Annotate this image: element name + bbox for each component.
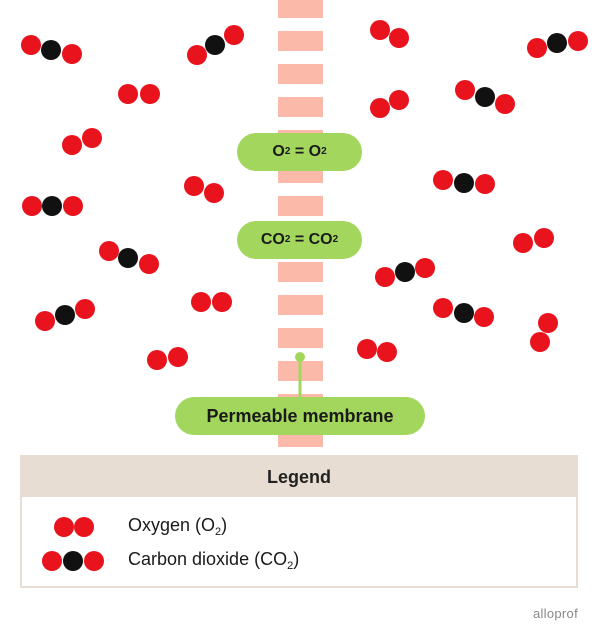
oxygen-atom xyxy=(42,551,62,571)
carbon-dioxide-molecule xyxy=(375,258,435,287)
oxygen-atom xyxy=(74,517,94,537)
oxygen-atom xyxy=(118,84,138,104)
oxygen-atom xyxy=(63,196,83,216)
carbon-atom xyxy=(55,305,75,325)
carbon-atom xyxy=(475,87,495,107)
legend-oxygen-label: Oxygen (O2) xyxy=(128,515,228,538)
oxygen-atom xyxy=(139,254,159,274)
membrane-segment xyxy=(278,196,323,216)
oxygen-atom xyxy=(377,342,397,362)
oxygen-molecule xyxy=(191,292,232,312)
oxygen-atom xyxy=(21,35,41,55)
oxygen-atom xyxy=(99,241,119,261)
legend: Legend Oxygen (O2) Carbon dioxide (CO2) xyxy=(20,455,578,588)
membrane-segment xyxy=(278,31,323,51)
oxygen-atom xyxy=(433,298,453,318)
oxygen-atom xyxy=(357,339,377,359)
carbon-dioxide-molecule xyxy=(21,35,82,64)
oxygen-molecule xyxy=(62,128,102,155)
oxygen-atom xyxy=(370,20,390,40)
oxygen-atom xyxy=(54,517,74,537)
carbon-dioxide-molecule xyxy=(433,298,494,327)
oxygen-molecule xyxy=(357,339,397,362)
oxygen-atom xyxy=(82,128,102,148)
carbon-dioxide-molecule xyxy=(433,170,495,194)
carbon-dioxide-molecule xyxy=(99,241,159,274)
carbon-atom xyxy=(395,262,415,282)
oxygen-atom xyxy=(35,311,55,331)
oxygen-atom xyxy=(147,350,167,370)
oxygen-atom xyxy=(370,98,390,118)
membrane-segment xyxy=(278,97,323,117)
oxygen-atom xyxy=(224,25,244,45)
oxygen-atom xyxy=(455,80,475,100)
o2-mid: = O xyxy=(290,143,322,160)
legend-title: Legend xyxy=(22,457,576,497)
carbon-dioxide-molecule xyxy=(455,80,515,114)
co2-mid: = CO xyxy=(290,231,333,248)
oxygen-atom xyxy=(538,313,558,333)
carbon-atom xyxy=(454,303,474,323)
oxygen-molecule xyxy=(147,347,188,370)
carbon-atom xyxy=(41,40,61,60)
carbon-atom xyxy=(205,35,225,55)
carbon-atom xyxy=(42,196,62,216)
oxygen-atom xyxy=(75,299,95,319)
oxygen-atom xyxy=(22,196,42,216)
oxygen-atom xyxy=(62,44,82,64)
carbon-atom xyxy=(63,551,83,571)
carbon-atom xyxy=(118,248,138,268)
membrane-segment xyxy=(278,262,323,282)
membrane-pointer-dot xyxy=(295,352,305,362)
oxygen-atom xyxy=(568,31,588,51)
o2-left: O xyxy=(272,143,285,160)
oxygen-atom xyxy=(184,176,204,196)
legend-carbon-dioxide-molecule-icon xyxy=(42,551,104,571)
molecules xyxy=(21,20,588,370)
oxygen-molecule xyxy=(184,176,224,203)
oxygen-atom xyxy=(84,551,104,571)
carbon-atom xyxy=(547,33,567,53)
oxygen-atom xyxy=(62,135,82,155)
oxygen-molecule xyxy=(370,90,409,118)
carbon-dioxide-molecule xyxy=(187,25,244,65)
oxygen-atom xyxy=(204,183,224,203)
oxygen-atom xyxy=(530,332,550,352)
oxygen-molecule xyxy=(513,228,554,253)
membrane-segment xyxy=(278,328,323,348)
oxygen-atom xyxy=(474,307,494,327)
oxygen-atom xyxy=(415,258,435,278)
oxygen-atom xyxy=(191,292,211,312)
oxygen-atom xyxy=(140,84,160,104)
oxygen-atom xyxy=(495,94,515,114)
legend-oxygen-molecule-icon xyxy=(54,517,94,537)
membrane-segment xyxy=(278,64,323,84)
carbon-atom xyxy=(454,173,474,193)
oxygen-atom xyxy=(433,170,453,190)
oxygen-molecule xyxy=(118,84,160,104)
brand-logo-text: alloprof xyxy=(532,606,578,621)
oxygen-atom xyxy=(187,45,207,65)
co2-left: CO xyxy=(260,231,285,248)
carbon-dioxide-molecule xyxy=(22,196,83,216)
oxygen-molecule xyxy=(530,313,558,352)
oxygen-atom xyxy=(168,347,188,367)
oxygen-atom xyxy=(212,292,232,312)
membrane-segment xyxy=(278,0,323,18)
oxygen-atom xyxy=(513,233,533,253)
legend-carbon-dioxide-label: Carbon dioxide (CO2) xyxy=(128,549,300,572)
carbon-dioxide-molecule xyxy=(35,299,95,331)
oxygen-atom xyxy=(475,174,495,194)
oxygen-atom xyxy=(389,28,409,48)
oxygen-molecule xyxy=(370,20,409,48)
oxygen-atom xyxy=(534,228,554,248)
permeable-membrane-label: Permeable membrane xyxy=(175,397,425,435)
carbon-dioxide-molecule xyxy=(527,31,588,58)
oxygen-atom xyxy=(527,38,547,58)
oxygen-atom xyxy=(375,267,395,287)
membrane-segment xyxy=(278,295,323,315)
oxygen-atom xyxy=(389,90,409,110)
